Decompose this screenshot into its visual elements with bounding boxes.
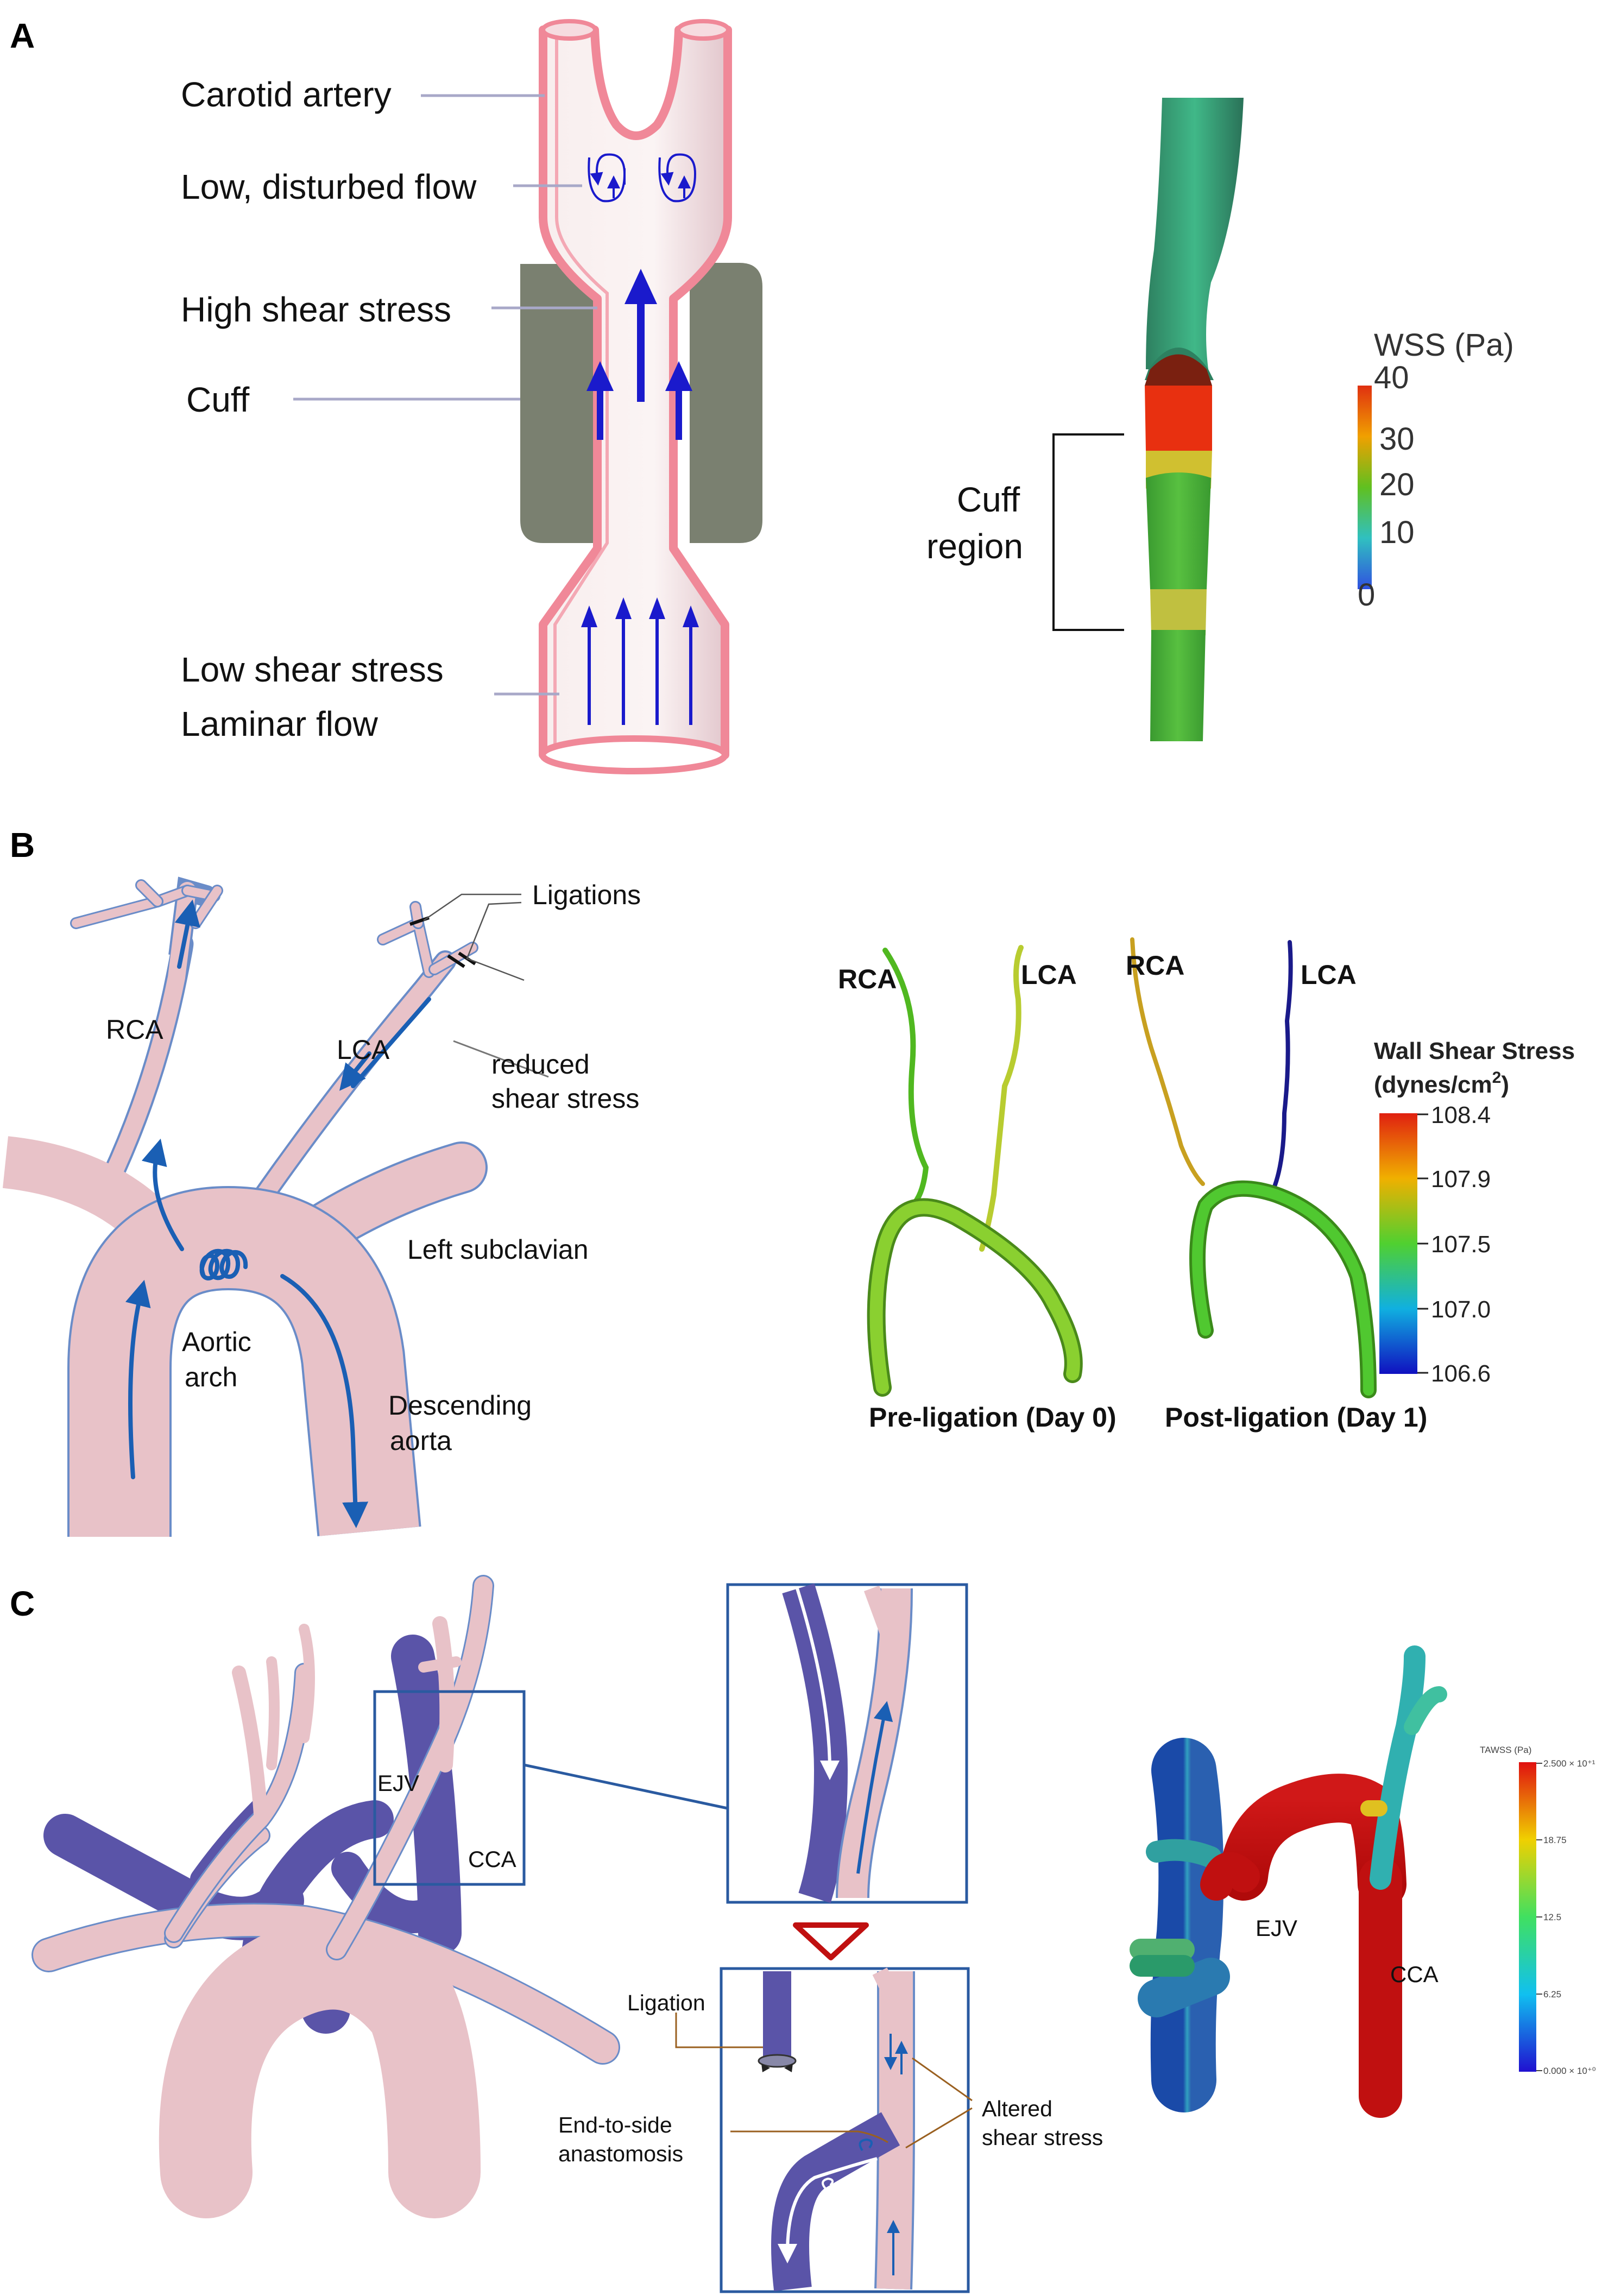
- label-model-lca-pre: LCA: [1021, 960, 1077, 990]
- label-cuff: Cuff: [186, 380, 249, 419]
- reduced-shear-leader: [453, 1040, 549, 1078]
- carotid-vessel-schematic: [539, 19, 732, 774]
- label-model-rca-pre: RCA: [838, 964, 897, 994]
- zoom-connector: [523, 1763, 728, 1810]
- colorbar-wss-tick-0: 0: [1358, 577, 1375, 613]
- label-descending-1: Descending: [388, 1390, 532, 1421]
- label-ligation: Ligation: [627, 1990, 705, 2015]
- panel-b-letter: B: [10, 825, 35, 865]
- label-rca: RCA: [106, 1014, 163, 1045]
- zoom-source-box: [373, 1690, 526, 1886]
- label-ejv: EJV: [377, 1770, 419, 1796]
- colorbar-wss-ramp: [1358, 386, 1372, 589]
- colorbar-tawss: TAWSS (Pa) 2.500 × 10⁺¹ 18.75 12.5 6.25 …: [1480, 1745, 1596, 2076]
- colorbar-wss-tick-20: 20: [1379, 467, 1415, 502]
- label-laminar-flow: Laminar flow: [181, 704, 379, 743]
- colorbar-tawss-tick-625: 6.25: [1543, 1989, 1561, 1999]
- model-pre-ligation: [867, 945, 1083, 1397]
- label-carotid-artery: Carotid artery: [181, 75, 392, 114]
- colorbar-tawss-tick-125: 12.5: [1543, 1912, 1561, 1922]
- colorbar-wss-b-title-1: Wall Shear Stress: [1374, 1038, 1575, 1064]
- label-descending-2: aorta: [390, 1425, 452, 1456]
- tawss-model: [1130, 1645, 1447, 2118]
- colorbar-wss-title: WSS (Pa): [1374, 327, 1514, 363]
- label-model-cca: CCA: [1390, 1961, 1439, 1987]
- label-model-ejv: EJV: [1256, 1915, 1297, 1941]
- label-lca: LCA: [337, 1035, 390, 1065]
- label-left-subclavian: Left subclavian: [407, 1234, 589, 1265]
- annotation-leaders: [675, 2013, 973, 2149]
- ligations-leader: [423, 893, 525, 981]
- colorbar-wss-pa: WSS (Pa) 40 30 20 10 0: [1358, 327, 1514, 613]
- anastomosis-inset: [720, 1967, 970, 2293]
- panel-a: A: [10, 16, 1514, 774]
- label-model-rca-post: RCA: [1126, 950, 1184, 981]
- colorbar-wss-b-tick-1084: 108.4: [1431, 1102, 1491, 1128]
- callout-arrow: [793, 1922, 869, 1960]
- colorbar-wall-shear-stress: Wall Shear Stress (dynes/cm2) 108.4 107.…: [1374, 1038, 1575, 1387]
- colorbar-wss-b-ramp: [1379, 1113, 1417, 1374]
- aortic-arch-schematic: [2, 876, 549, 1537]
- ejv-cca-schematic: [31, 1575, 620, 2218]
- label-reduced-1: reduced: [491, 1049, 590, 1080]
- colorbar-wss-tick-10: 10: [1379, 515, 1415, 550]
- cuff-region-bracket: [1052, 433, 1124, 631]
- colorbar-wss-tick-40: 40: [1374, 360, 1409, 395]
- colorbar-tawss-tick-0: 0.000 × 10⁺⁰: [1543, 2066, 1596, 2076]
- cuff-left: [520, 264, 597, 543]
- panel-a-letter: A: [10, 16, 35, 55]
- label-reduced-2: shear stress: [491, 1083, 639, 1114]
- laminar-flow-arrows: [581, 597, 699, 725]
- disturbed-flow-swirls: [588, 153, 697, 203]
- colorbar-wss-b-title-2: (dynes/cm2): [1374, 1069, 1509, 1098]
- label-cuff-region-1: Cuff: [957, 480, 1020, 519]
- label-model-lca-post: LCA: [1301, 960, 1357, 990]
- label-high-shear-stress: High shear stress: [181, 290, 451, 329]
- high-shear-arrows: [586, 269, 692, 440]
- label-low-disturbed-flow: Low, disturbed flow: [181, 167, 477, 206]
- label-cca: CCA: [468, 1846, 516, 1872]
- label-aortic-1: Aortic: [182, 1327, 251, 1357]
- label-pre-ligation: Pre-ligation (Day 0): [869, 1402, 1117, 1433]
- model-post-ligation: [1130, 937, 1377, 1398]
- label-end-to-side-1: End-to-side: [558, 2112, 672, 2137]
- panel-c-letter: C: [10, 1584, 35, 1623]
- label-altered-1: Altered: [982, 2096, 1052, 2121]
- colorbar-tawss-title: TAWSS (Pa): [1480, 1745, 1531, 1755]
- label-end-to-side-2: anastomosis: [558, 2141, 683, 2166]
- colorbar-wss-b-tick-1066: 106.6: [1431, 1360, 1491, 1387]
- panel-c: C EJV: [10, 1575, 1596, 2293]
- label-altered-2: shear stress: [982, 2125, 1103, 2150]
- colorbar-wss-b-tick-1070: 107.0: [1431, 1296, 1491, 1323]
- panel-b: B: [2, 825, 1575, 1537]
- colorbar-tawss-tick-1875: 18.75: [1543, 1835, 1567, 1845]
- label-post-ligation: Post-ligation (Day 1): [1165, 1402, 1427, 1433]
- cuff-right: [690, 263, 762, 543]
- wss-vessel-model: [1145, 98, 1244, 741]
- colorbar-tawss-ramp: [1519, 1762, 1536, 2072]
- colorbar-wss-b-tick-1079: 107.9: [1431, 1166, 1491, 1193]
- colorbar-tawss-tick-25: 2.500 × 10⁺¹: [1543, 1758, 1595, 1769]
- label-ligations: Ligations: [532, 880, 641, 910]
- label-cuff-region-2: region: [926, 527, 1023, 566]
- label-low-shear-stress: Low shear stress: [181, 650, 444, 689]
- colorbar-wss-tick-30: 30: [1379, 421, 1415, 457]
- zoom-inset: [726, 1583, 968, 1904]
- label-aortic-2: arch: [185, 1362, 237, 1392]
- colorbar-wss-b-tick-1075: 107.5: [1431, 1231, 1491, 1258]
